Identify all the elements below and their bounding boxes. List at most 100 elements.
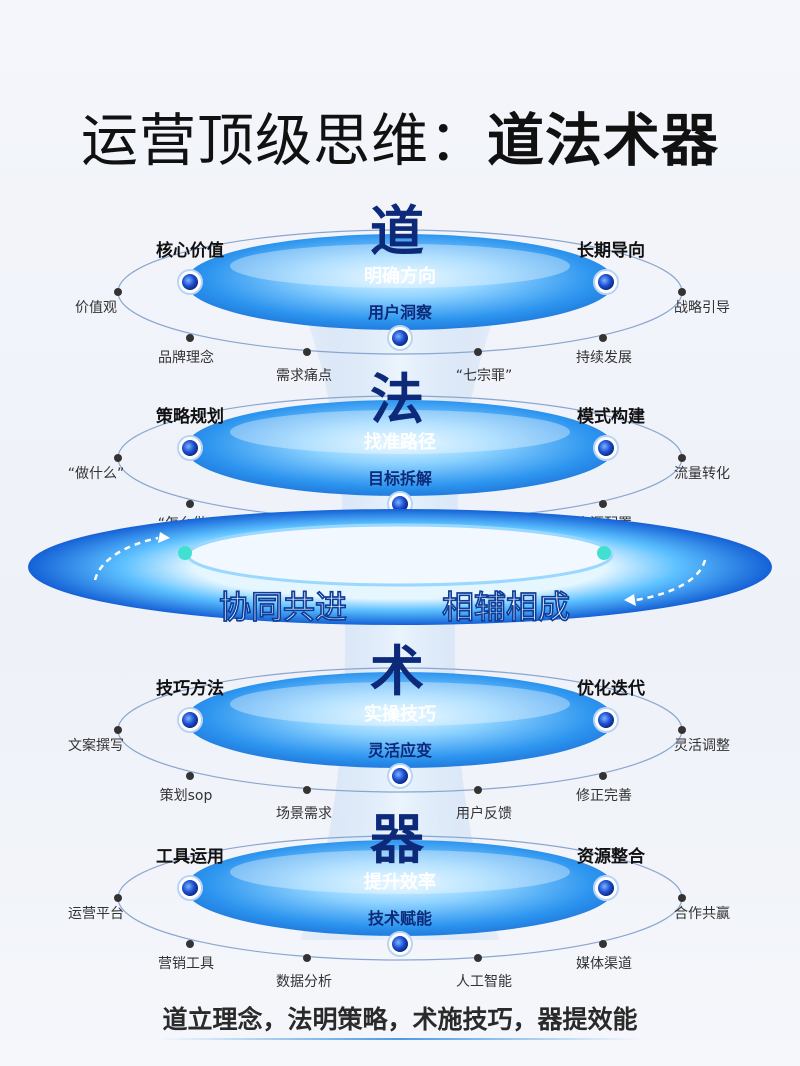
orbit-dot-left-bottom bbox=[303, 954, 311, 962]
layer-node-core bbox=[392, 936, 408, 952]
orbit-dot-left-lower bbox=[186, 940, 194, 948]
layer-right-lower: 持续发展 bbox=[576, 349, 632, 366]
layer-center-line2: 目标拆解 bbox=[368, 469, 432, 488]
layer-left-title: 技巧方法 bbox=[156, 678, 224, 699]
orbit-dot-left-bottom bbox=[303, 786, 311, 794]
layer-node-core bbox=[182, 440, 198, 456]
ring-right-arrow bbox=[635, 559, 707, 602]
layer-left-title: 工具运用 bbox=[156, 847, 224, 867]
layer-left-bottom: 需求痛点 bbox=[276, 367, 332, 384]
layer-center-line1: 提升效率 bbox=[364, 871, 436, 893]
orbit-dot-left-bottom bbox=[303, 348, 311, 356]
layer-right-outer: 战略引导 bbox=[674, 300, 730, 316]
layer-right-bottom: “七宗罪” bbox=[456, 368, 513, 384]
orbit-dot-left-lower bbox=[186, 334, 194, 342]
ring-left-arrow bbox=[93, 536, 159, 581]
layer-right-lower: 媒体渠道 bbox=[576, 956, 632, 972]
layer-left-bottom: 场景需求 bbox=[276, 806, 332, 822]
layer-disc bbox=[185, 234, 615, 330]
layer-right-title: 优化迭代 bbox=[577, 678, 645, 699]
orbit-dot-left-outer bbox=[114, 454, 122, 462]
orbit-dot-left-outer bbox=[114, 288, 122, 296]
orbit-dot-right-outer bbox=[678, 288, 686, 296]
layer-left-title: 策略规划 bbox=[156, 406, 224, 427]
orbit-dot-right-bottom bbox=[474, 786, 482, 794]
orbit-dot-right-outer bbox=[678, 454, 686, 462]
layer-left-title: 核心价值 bbox=[156, 240, 224, 261]
layer-right-outer: 合作共赢 bbox=[674, 905, 730, 922]
layer-node-core bbox=[182, 274, 198, 290]
layer-node-core bbox=[392, 496, 408, 512]
layer-center-line1: 明确方向 bbox=[364, 265, 436, 287]
layer-left-outer: 运营平台 bbox=[68, 906, 124, 922]
layer-node-core bbox=[598, 440, 614, 456]
layer-left-bottom: 数据分析 bbox=[276, 974, 332, 990]
ring-left-node bbox=[178, 546, 192, 560]
layer-right-outer: 流量转化 bbox=[674, 466, 730, 482]
orbit-dot-left-lower bbox=[186, 772, 194, 780]
layer-left-lower: 品牌理念 bbox=[158, 349, 214, 366]
layer-left-lower: 策划sop bbox=[160, 787, 213, 804]
layer-right-bottom: 用户反馈 bbox=[456, 805, 512, 822]
layer-node-core bbox=[598, 880, 614, 896]
ring-left-text: 协同共进 bbox=[219, 588, 347, 626]
orbit-dot-right-bottom bbox=[474, 954, 482, 962]
layer-left-outer: 价值观 bbox=[75, 300, 117, 316]
layer-right-title: 模式构建 bbox=[577, 406, 645, 427]
layer-right-title: 资源整合 bbox=[577, 846, 646, 867]
layer-node-core bbox=[182, 712, 198, 728]
layer-right-outer: 灵活调整 bbox=[674, 738, 730, 754]
layer-left-outer: “做什么” bbox=[68, 466, 125, 482]
layer-disc-highlight bbox=[230, 244, 570, 288]
layer-glyph: 器 bbox=[370, 808, 425, 871]
ring-right-text: 相辅相成 bbox=[442, 588, 570, 626]
orbit-dot-left-outer bbox=[114, 894, 122, 902]
orbit-dot-right-outer bbox=[678, 726, 686, 734]
layer-center-line2: 技术赋能 bbox=[368, 909, 432, 928]
collaboration-ring: 协同共进 相辅相成 bbox=[28, 509, 772, 626]
ring-inner-hole bbox=[188, 525, 612, 585]
footer-summary: 道立理念，法明策略，术施技巧，器提效能 bbox=[162, 1005, 638, 1034]
footer-underline bbox=[160, 1038, 640, 1040]
title-bold: 道法术器 bbox=[487, 108, 719, 174]
title-regular: 运营顶级思维： bbox=[81, 108, 487, 174]
orbit-dot-left-outer bbox=[114, 726, 122, 734]
layer-glyph: 术 bbox=[370, 640, 424, 703]
orbit-dot-right-lower bbox=[599, 940, 607, 948]
layer-node-core bbox=[392, 330, 408, 346]
layer-center-line1: 找准路径 bbox=[364, 431, 436, 453]
orbit-dot-right-lower bbox=[599, 500, 607, 508]
ring-right-arrowhead bbox=[624, 594, 636, 606]
layer-right-bottom: 人工智能 bbox=[456, 974, 512, 990]
ring-left-arrowhead bbox=[158, 532, 170, 543]
layer-glyph: 法 bbox=[370, 368, 424, 431]
orbit-dot-right-lower bbox=[599, 772, 607, 780]
layer-disc bbox=[185, 672, 615, 768]
layer-node-core bbox=[598, 274, 614, 290]
layer-center-line2: 用户洞察 bbox=[368, 303, 433, 322]
layer-center-line1: 实操技巧 bbox=[364, 703, 436, 725]
orbit-dot-left-lower bbox=[186, 500, 194, 508]
layer-node-core bbox=[598, 712, 614, 728]
layer-disc-highlight bbox=[230, 682, 570, 726]
layer-node-core bbox=[182, 880, 198, 896]
layer-left-outer: 文案撰写 bbox=[68, 737, 124, 754]
layer-disc-highlight bbox=[230, 850, 570, 894]
layer-left-lower: 营销工具 bbox=[158, 956, 214, 972]
orbit-dot-right-bottom bbox=[474, 348, 482, 356]
ring-right-node bbox=[597, 546, 611, 560]
orbit-dot-right-outer bbox=[678, 894, 686, 902]
layer-right-title: 长期导向 bbox=[577, 240, 645, 261]
layer-disc-highlight bbox=[230, 410, 570, 454]
layer-disc bbox=[185, 840, 615, 936]
layer-disc bbox=[185, 400, 615, 496]
orbit-dot-right-lower bbox=[599, 334, 607, 342]
layer-center-line2: 灵活应变 bbox=[368, 741, 432, 760]
layer-node-core bbox=[392, 768, 408, 784]
layer-glyph: 道 bbox=[370, 200, 424, 263]
layer-right-lower: 修正完善 bbox=[576, 788, 632, 804]
